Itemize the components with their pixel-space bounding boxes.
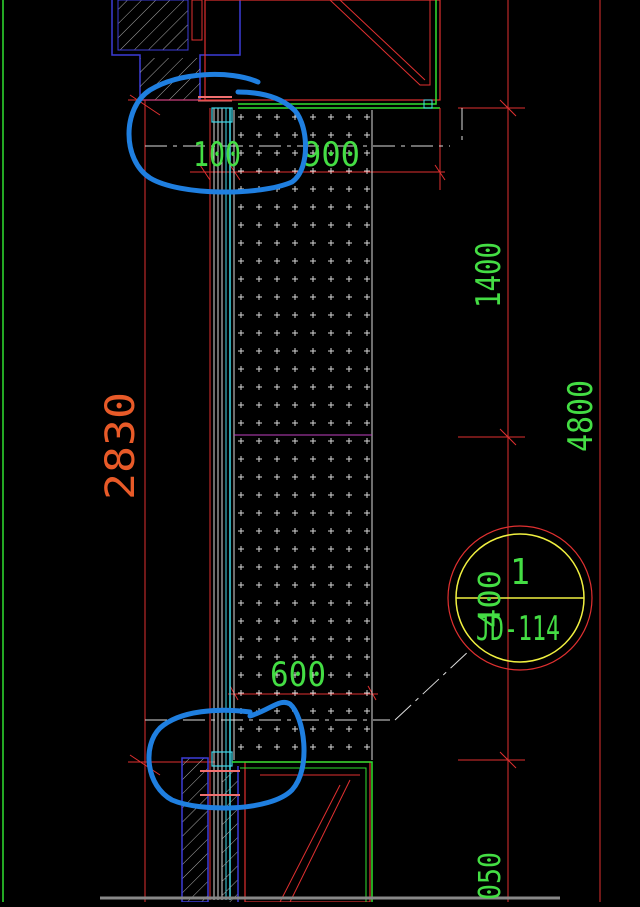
dim-bottom-width: 600 [270,655,326,695]
dimension-lines [128,0,601,902]
dim-wall-height: 2830 [98,392,144,500]
top-wall-section [111,0,441,109]
insulation-panel [233,110,373,760]
dim-total-height: 4800 [561,380,601,452]
dim-bottom-right: 050 [473,852,508,900]
dim-top-offset: 100 [193,135,241,175]
dim-height-upper: 1400 [469,242,509,308]
annotation-circle-bottom [146,700,307,811]
callout-side-value: 400 [473,570,508,628]
bottom-wall-section [100,757,560,903]
callout-number: 1 [510,552,530,593]
wall-strip [209,107,233,900]
callout-sheet: JD-114 [476,609,560,649]
annotation-circle-top [126,72,308,195]
dim-top-width: 900 [302,135,360,175]
detail-callout: 1 JD-114 400 [447,525,593,671]
